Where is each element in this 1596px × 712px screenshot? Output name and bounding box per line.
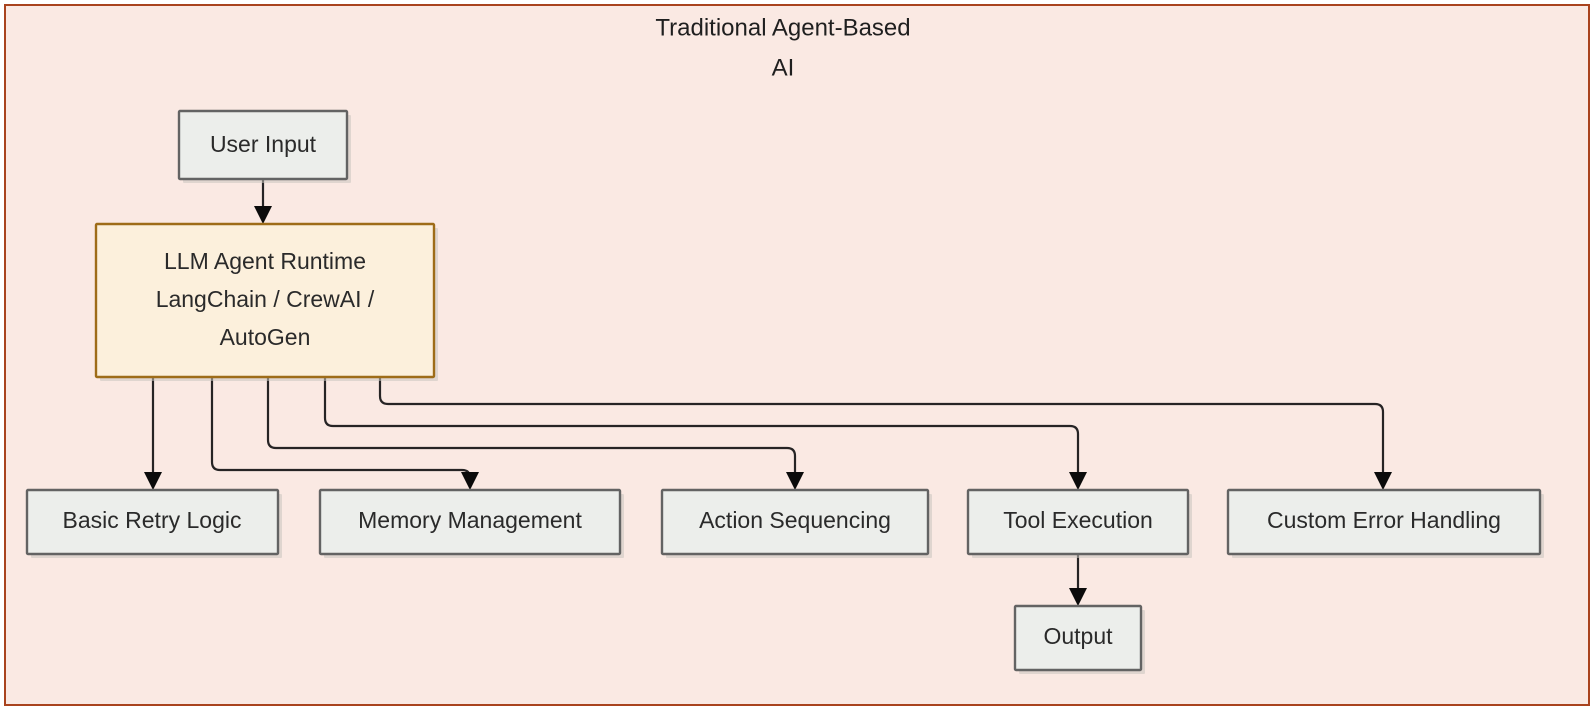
node-custom-error-handling-label: Custom Error Handling (1267, 507, 1501, 533)
arrowhead-icon (1069, 588, 1087, 606)
node-output-label: Output (1043, 623, 1113, 649)
node-llm-agent-runtime[interactable]: LLM Agent Runtime LangChain / CrewAI / A… (94, 222, 438, 381)
node-action-sequencing-label: Action Sequencing (699, 507, 891, 533)
edge-tools-to-output (1069, 554, 1087, 606)
node-basic-retry-logic[interactable]: Basic Retry Logic (25, 488, 282, 558)
edge-llm-runtime-to-memory (210, 377, 479, 490)
arrowhead-icon (254, 206, 272, 224)
node-tool-execution-shape[interactable] (966, 488, 1190, 556)
node-llm-agent-runtime-shape[interactable] (94, 222, 436, 379)
cluster-title-line1: Traditional Agent-Based (655, 14, 910, 41)
arrowhead-icon (786, 472, 804, 490)
node-output[interactable]: Output (1013, 604, 1145, 674)
node-tool-execution-label: Tool Execution (1003, 507, 1153, 533)
node-llm-agent-runtime-label-line1: LLM Agent Runtime (164, 248, 366, 274)
node-llm-agent-runtime-label-line3: AutoGen (220, 324, 311, 350)
node-action-sequencing-shape[interactable] (660, 488, 930, 556)
node-output-shape[interactable] (1013, 604, 1143, 672)
edge-llm-runtime-to-sequencing (266, 377, 804, 490)
node-llm-agent-runtime-label-line2: LangChain / CrewAI / (156, 286, 375, 312)
node-basic-retry-logic-label: Basic Retry Logic (63, 507, 242, 533)
node-action-sequencing[interactable]: Action Sequencing (660, 488, 932, 558)
node-memory-management-label: Memory Management (358, 507, 582, 533)
arrowhead-icon (1069, 472, 1087, 490)
node-basic-retry-logic-shape[interactable] (25, 488, 280, 556)
arrowhead-icon (1374, 472, 1392, 490)
node-custom-error-handling[interactable]: Custom Error Handling (1226, 488, 1544, 558)
edge-user-input-to-llm-runtime (254, 179, 272, 224)
arrowhead-icon (144, 472, 162, 490)
node-custom-error-handling-shape[interactable] (1226, 488, 1542, 556)
arrowhead-icon (461, 472, 479, 490)
node-layer: User Input LLM Agent Runtime LangChain /… (25, 109, 1544, 674)
node-tool-execution[interactable]: Tool Execution (966, 488, 1192, 558)
node-user-input[interactable]: User Input (177, 109, 351, 183)
edge-llm-runtime-to-tools (323, 377, 1087, 490)
node-memory-management[interactable]: Memory Management (318, 488, 624, 558)
cluster-title-line2: AI (772, 54, 795, 81)
node-user-input-label: User Input (210, 131, 317, 157)
edge-llm-runtime-to-errors (378, 377, 1392, 490)
edge-layer (144, 179, 1392, 606)
node-memory-management-shape[interactable] (318, 488, 622, 556)
edge-llm-runtime-to-retry (144, 377, 162, 490)
node-user-input-shape[interactable] (177, 109, 349, 181)
